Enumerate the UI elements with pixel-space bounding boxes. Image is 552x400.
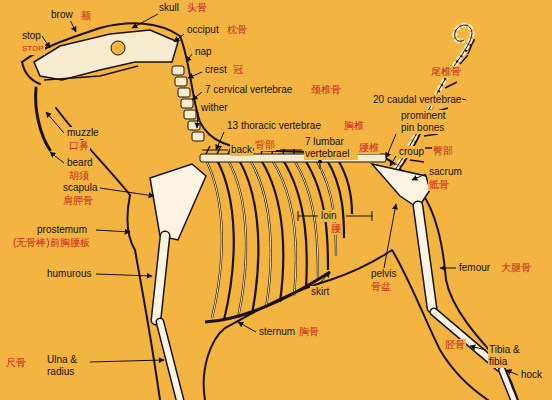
part-label: skull — [158, 2, 180, 14]
part-label: hock — [520, 369, 543, 381]
chinese-label: 胫骨 — [444, 339, 466, 351]
part-label: stop — [21, 30, 42, 42]
chinese-label: (无骨棒)前胸腰板 — [12, 237, 91, 249]
part-label: 13 thoracic vertebrae — [226, 120, 322, 132]
chinese-label: 肩胛骨 — [62, 195, 94, 207]
chinese-label: 臀部 — [432, 145, 454, 157]
chinese-label: 额 — [80, 10, 92, 22]
chinese-label: 胸椎 — [343, 120, 365, 132]
part-label: muzzle — [66, 127, 100, 139]
chinese-label: 颈椎骨 — [310, 84, 342, 96]
part-label: wither — [200, 102, 229, 114]
chinese-label: 骶骨 — [428, 179, 450, 191]
part-label: brow — [50, 9, 74, 21]
chinese-label: 胸骨 — [298, 326, 320, 338]
part-label: sternum — [258, 326, 296, 338]
part-label: Tibia & fibia — [488, 344, 534, 368]
chinese-label: 口鼻 — [68, 140, 90, 152]
part-label: skirt — [310, 286, 330, 298]
part-label: Ulna & radius — [46, 354, 90, 378]
chinese-label: 尾椎骨 — [430, 66, 462, 78]
part-label: scapula — [62, 182, 98, 194]
part-label: sacrum — [428, 166, 463, 178]
chinese-label: 背部 — [254, 139, 276, 151]
chinese-label: 腰椎 — [358, 142, 380, 154]
chinese-label: STOP — [21, 43, 45, 55]
part-label: occiput — [186, 24, 220, 36]
part-label: nap — [194, 46, 213, 58]
part-label: beard — [66, 157, 94, 169]
part-label: femour — [458, 262, 491, 274]
part-label: 7 cervical vertebrae — [204, 84, 293, 96]
chinese-label: 头骨 — [186, 2, 208, 14]
chinese-label: 腰 — [330, 223, 342, 235]
part-label: pelvis — [370, 268, 398, 280]
part-label: prostemum — [36, 224, 88, 236]
part-label: crest — [204, 64, 228, 76]
part-label: 20 caudal vertebrae — [372, 94, 462, 106]
part-label: croup — [398, 146, 425, 158]
part-label: 7 lumbar vertebrael — [304, 136, 358, 160]
chinese-label: 胡须 — [68, 170, 90, 182]
chinese-label: 骨盆 — [370, 281, 392, 293]
chinese-label: 大腿骨 — [500, 262, 532, 274]
chinese-label: 冠 — [232, 64, 244, 76]
part-label: back — [230, 144, 253, 156]
part-label: loin — [320, 210, 338, 222]
part-label: humurous — [46, 268, 92, 280]
part-label: prominent pin bones — [400, 110, 458, 134]
chinese-label: 尺骨 — [5, 357, 27, 369]
chinese-label: 枕骨 — [226, 24, 248, 36]
